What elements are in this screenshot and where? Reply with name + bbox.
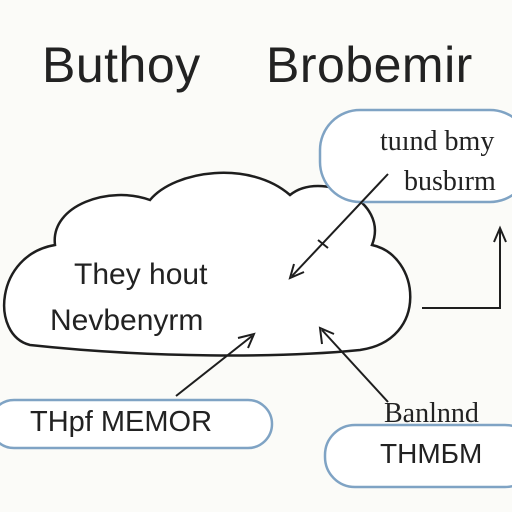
top-right-box-line2: busbırm <box>404 166 496 197</box>
connector-cloud-to-box <box>422 225 507 309</box>
bottom-left-box-outline <box>0 398 274 450</box>
top-right-box-outline <box>318 108 512 204</box>
bottom-right-box-line1: Banlnnd <box>384 398 479 429</box>
title-right: Brobemir <box>266 37 473 93</box>
bottom-right-box-line2: THMБM <box>380 438 483 469</box>
cloud-label-line1: They hout <box>74 258 208 291</box>
cloud-label-line2: Nevbenyrm <box>50 304 204 337</box>
arrow-bottomleft-to-cloud <box>175 332 256 397</box>
bottom-right-box-outline <box>323 423 512 489</box>
arrow-cloud-to-bottomright <box>318 326 389 403</box>
title-left: Buthoy <box>42 37 201 93</box>
top-right-box-line1: tuınd bmy <box>380 126 495 157</box>
cloud-shape <box>2 171 412 357</box>
bottom-left-box-label: THpf MEMOR <box>30 406 213 438</box>
arrow-topright-to-cloud <box>288 173 389 280</box>
